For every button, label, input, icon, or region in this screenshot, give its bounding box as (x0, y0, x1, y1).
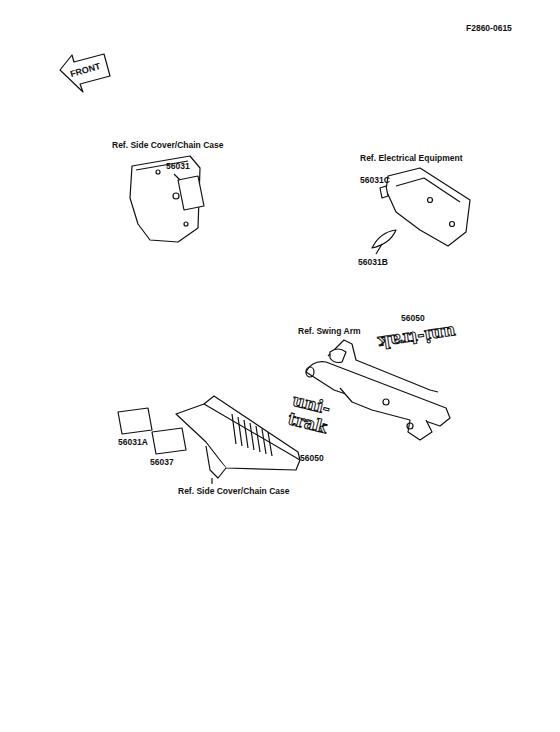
callout-number: 56050 (300, 454, 324, 463)
rib-stroke (244, 420, 248, 448)
rib-stroke (238, 417, 242, 446)
rib-stroke (268, 432, 272, 456)
swing-arm-lower (340, 388, 432, 440)
sticker (118, 408, 152, 434)
chain-case-tab (206, 446, 226, 478)
leader-line (376, 244, 382, 254)
axle-hole (407, 423, 413, 429)
callout-number: 56031C (360, 176, 390, 185)
callout-number: 56050 (401, 314, 425, 323)
callout-number: 56037 (150, 458, 174, 467)
sticker (178, 176, 204, 210)
side-cover-hole (173, 193, 179, 199)
chain-case-ribs (232, 414, 272, 456)
rib-stroke (256, 426, 260, 452)
figure-code: F2860-0615 (466, 24, 512, 33)
pivot-boss (330, 349, 346, 363)
pivot (306, 367, 314, 377)
part-reference: Ref. Swing Arm (298, 327, 361, 336)
bracket-edge (396, 178, 460, 202)
chain-case (176, 404, 300, 470)
callout-number: 56031 (166, 162, 190, 171)
side-cover-hole (156, 170, 160, 174)
front-arrow (60, 54, 110, 92)
decal-text: uni-trak (377, 323, 457, 352)
rib-stroke (262, 429, 266, 454)
part-reference: Ref. Side Cover/Chain Case (178, 487, 289, 496)
sticker (380, 186, 388, 198)
rib-stroke (250, 423, 254, 450)
leader-line (211, 478, 212, 484)
part-reference: Ref. Electrical Equipment (360, 154, 463, 163)
leader-line (174, 174, 180, 180)
chain-case-top (204, 396, 300, 460)
side-cover-hole (184, 222, 188, 226)
part-reference: Ref. Side Cover/Chain Case (112, 141, 223, 150)
bracket-hole (450, 222, 455, 227)
electrical-bracket (386, 168, 470, 246)
decal-oval (372, 230, 396, 248)
bracket-hole (428, 198, 433, 203)
sticker (152, 428, 186, 454)
link-mount (383, 399, 389, 405)
callout-number: 56031B (358, 258, 388, 267)
rib-stroke (232, 414, 236, 444)
callout-number: 56031A (118, 438, 148, 447)
decal-text: uni-trak (286, 391, 342, 439)
